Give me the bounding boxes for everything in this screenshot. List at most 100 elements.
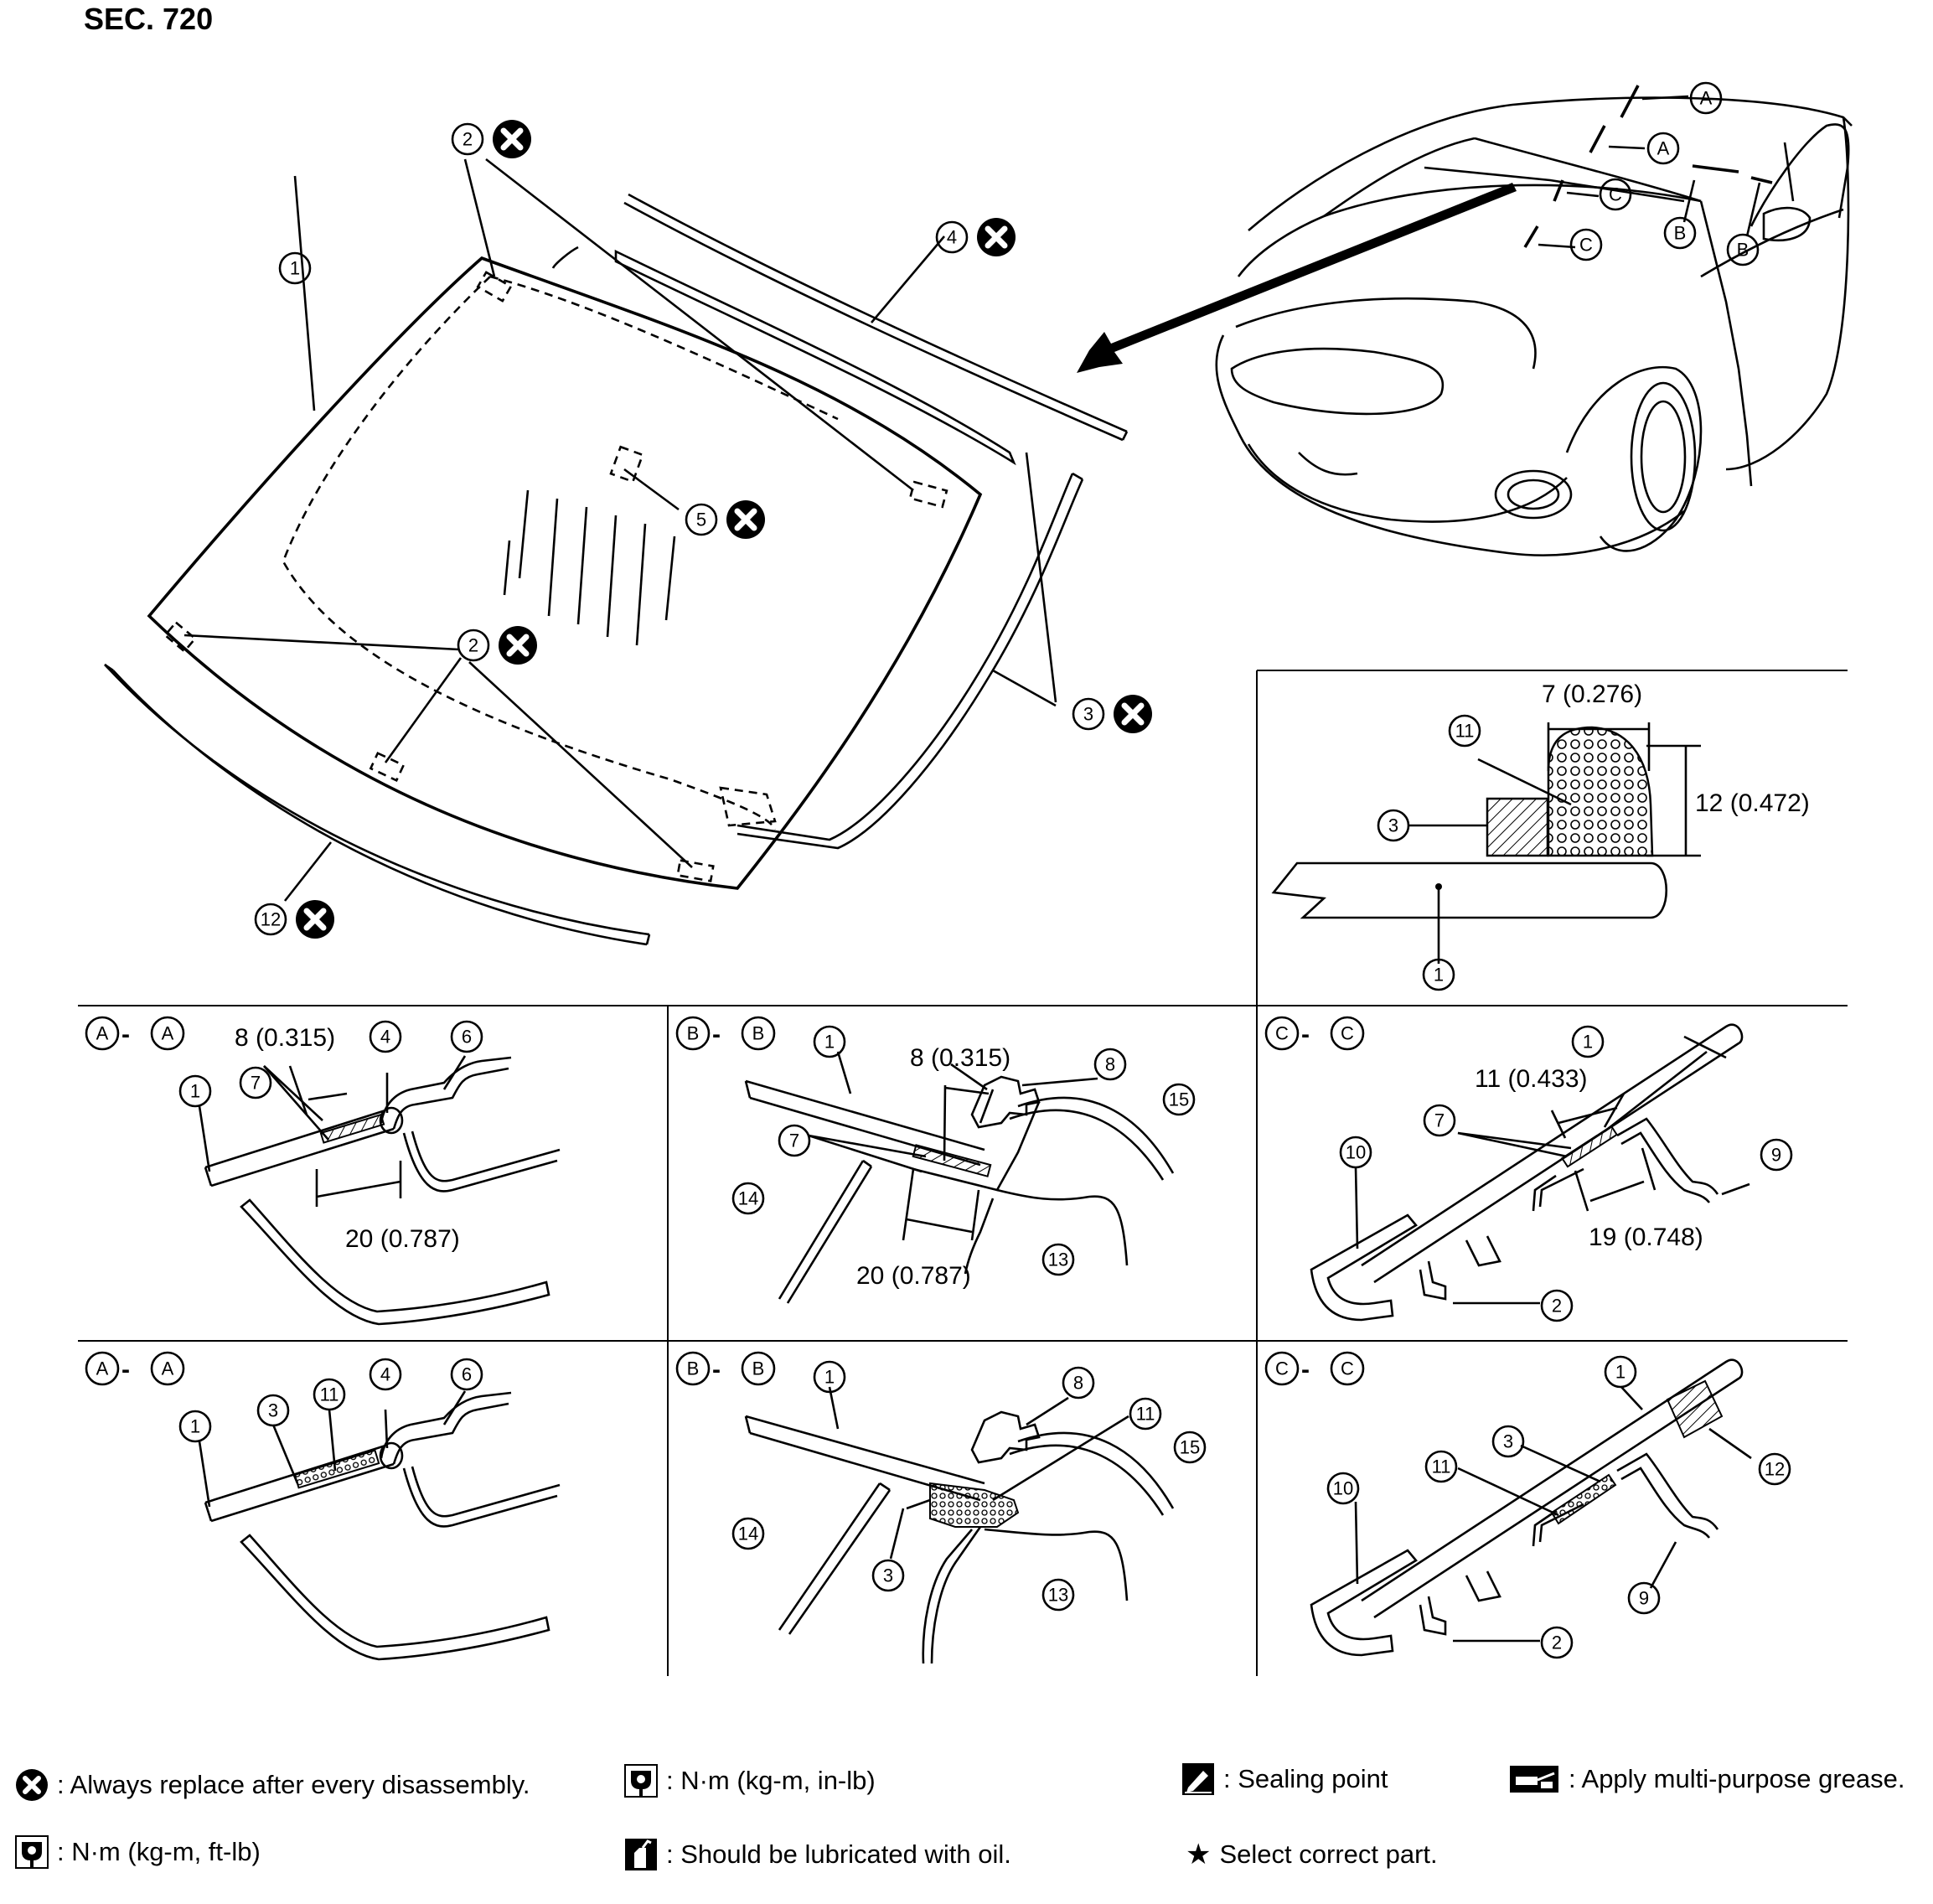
side-moulding-right xyxy=(737,473,1074,841)
legend-torque-in-lb: : N·m (kg-m, in-lb) xyxy=(624,1764,876,1798)
callout-6-AA2: 6 xyxy=(450,1358,483,1391)
callout-13-BB2: 13 xyxy=(1041,1578,1075,1612)
dim-19-CC: 19 (0.748) xyxy=(1589,1224,1703,1251)
svg-text:B: B xyxy=(687,1023,700,1044)
legend-grease: : Apply multi-purpose grease. xyxy=(1508,1764,1905,1794)
urethane-bead xyxy=(1547,726,1654,857)
callout-2-CC: 2 xyxy=(1540,1289,1574,1322)
dam-rubber xyxy=(1486,797,1549,857)
oil-can-icon xyxy=(625,1839,657,1870)
dim-8-BB: 8 (0.315) xyxy=(910,1044,1010,1072)
callout-C-vehicle-1: C xyxy=(1599,178,1632,211)
svg-text:1: 1 xyxy=(1434,965,1444,986)
direction-arrow xyxy=(1077,183,1517,373)
callout-8-BB2: 8 xyxy=(1062,1366,1095,1400)
callout-2-CC2: 2 xyxy=(1540,1626,1574,1659)
callout-1-main: 1 xyxy=(278,251,312,285)
svg-text:-: - xyxy=(712,1356,721,1384)
svg-text:7: 7 xyxy=(789,1130,799,1151)
replace-icon xyxy=(296,900,334,939)
svg-text:-: - xyxy=(712,1021,721,1048)
callout-14-BB: 14 xyxy=(731,1182,765,1215)
page-title: SEC. 720 xyxy=(84,2,214,36)
callout-6-AA: 6 xyxy=(450,1020,483,1053)
section-label-B-B: B-B xyxy=(675,1351,776,1386)
svg-text:3: 3 xyxy=(1083,704,1093,725)
clip-left xyxy=(163,620,197,654)
section-label-B-B: B-B xyxy=(675,1016,776,1051)
svg-text:A: A xyxy=(96,1023,109,1044)
svg-text:-: - xyxy=(121,1021,130,1048)
svg-text:1: 1 xyxy=(824,1032,835,1053)
glass-reflection-lines xyxy=(503,489,676,646)
callout-3-BB2: 3 xyxy=(871,1559,905,1592)
callout-10-CC: 10 xyxy=(1339,1136,1372,1169)
svg-text:1: 1 xyxy=(1583,1032,1593,1053)
adhesive-detail: 7 (0.276) 12 (0.472) 11 3 1 xyxy=(1256,670,1848,1006)
callout-10-CC2: 10 xyxy=(1326,1472,1360,1505)
star-icon: ★ xyxy=(1186,1839,1212,1870)
callout-1-CC: 1 xyxy=(1571,1025,1605,1058)
legend-oil-text: : Should be lubricated with oil. xyxy=(666,1839,1011,1869)
svg-text:10: 10 xyxy=(1346,1142,1366,1163)
svg-text:13: 13 xyxy=(1048,1585,1068,1606)
svg-text:11: 11 xyxy=(320,1384,339,1405)
svg-text:5: 5 xyxy=(696,510,706,530)
svg-text:15: 15 xyxy=(1169,1089,1189,1110)
callout-15-BB2: 15 xyxy=(1173,1431,1207,1464)
section-A-A-top: A-A 8 (0.315) 20 (0.787) 4 6 1 7 xyxy=(85,1016,561,1326)
section-B-B-top: B-B 8 (0.315) 20 (0.787) 1 8 15 7 14 13 xyxy=(675,1016,1196,1304)
clip-bottom xyxy=(676,859,715,882)
legend-torque-in-lb-text: : N·m (kg-m, in-lb) xyxy=(666,1766,876,1795)
svg-text:3: 3 xyxy=(1388,815,1398,836)
svg-text:1: 1 xyxy=(190,1416,200,1437)
leader-lines xyxy=(183,158,1057,902)
callout-13-BB: 13 xyxy=(1041,1243,1075,1276)
svg-text:2: 2 xyxy=(468,635,478,656)
callout-B-vehicle-2: B xyxy=(1726,233,1760,266)
replace-icon xyxy=(493,120,531,158)
callout-12-CC2: 12 xyxy=(1758,1452,1791,1486)
callout-1-BB2: 1 xyxy=(813,1360,846,1394)
svg-text:B: B xyxy=(1737,240,1750,261)
replace-icon xyxy=(726,500,765,539)
svg-text:6: 6 xyxy=(462,1364,472,1385)
svg-text:B: B xyxy=(752,1358,765,1379)
svg-text:1: 1 xyxy=(824,1367,835,1388)
svg-text:B: B xyxy=(687,1358,700,1379)
lower-moulding xyxy=(104,664,650,936)
legend-replace-text: : Always replace after every disassembly… xyxy=(57,1770,530,1799)
callout-3-CC2: 3 xyxy=(1491,1425,1525,1458)
svg-text:1: 1 xyxy=(1615,1362,1625,1383)
callout-3-AA2: 3 xyxy=(256,1394,290,1427)
legend-select-text: Select correct part. xyxy=(1219,1839,1438,1869)
svg-text:6: 6 xyxy=(462,1027,472,1048)
svg-text:C: C xyxy=(1341,1358,1354,1379)
callout-2-middle: 2 xyxy=(457,626,537,665)
callout-1-CC2: 1 xyxy=(1604,1355,1637,1389)
callout-7-AA: 7 xyxy=(239,1066,272,1099)
section-label-A-A: A-A xyxy=(85,1351,185,1386)
callout-3-detail: 3 xyxy=(1377,809,1410,842)
callout-11-CC2: 11 xyxy=(1424,1450,1458,1483)
svg-text:2: 2 xyxy=(1552,1632,1562,1653)
grease-gun-icon xyxy=(1510,1766,1558,1793)
svg-text:8: 8 xyxy=(1073,1373,1083,1394)
svg-text:12: 12 xyxy=(1765,1459,1785,1480)
svg-text:C: C xyxy=(1579,235,1593,256)
callout-2-top: 2 xyxy=(451,120,531,158)
callout-7-BB: 7 xyxy=(778,1124,811,1157)
callout-A-vehicle-1: A xyxy=(1689,81,1723,115)
svg-text:C: C xyxy=(1341,1023,1354,1044)
torque-wrench-icon xyxy=(15,1835,49,1869)
svg-text:14: 14 xyxy=(738,1524,758,1544)
svg-text:A: A xyxy=(162,1358,174,1379)
callout-7-CC: 7 xyxy=(1423,1104,1456,1137)
replace-icon xyxy=(1114,695,1152,733)
section-label-C-C: C-C xyxy=(1264,1351,1365,1386)
sealing-point-icon xyxy=(1182,1763,1214,1795)
vehicle-view: A A C C B B xyxy=(1077,81,1853,556)
dim-7: 7 (0.276) xyxy=(1542,680,1642,708)
svg-text:-: - xyxy=(1301,1021,1310,1048)
svg-text:4: 4 xyxy=(947,227,957,248)
